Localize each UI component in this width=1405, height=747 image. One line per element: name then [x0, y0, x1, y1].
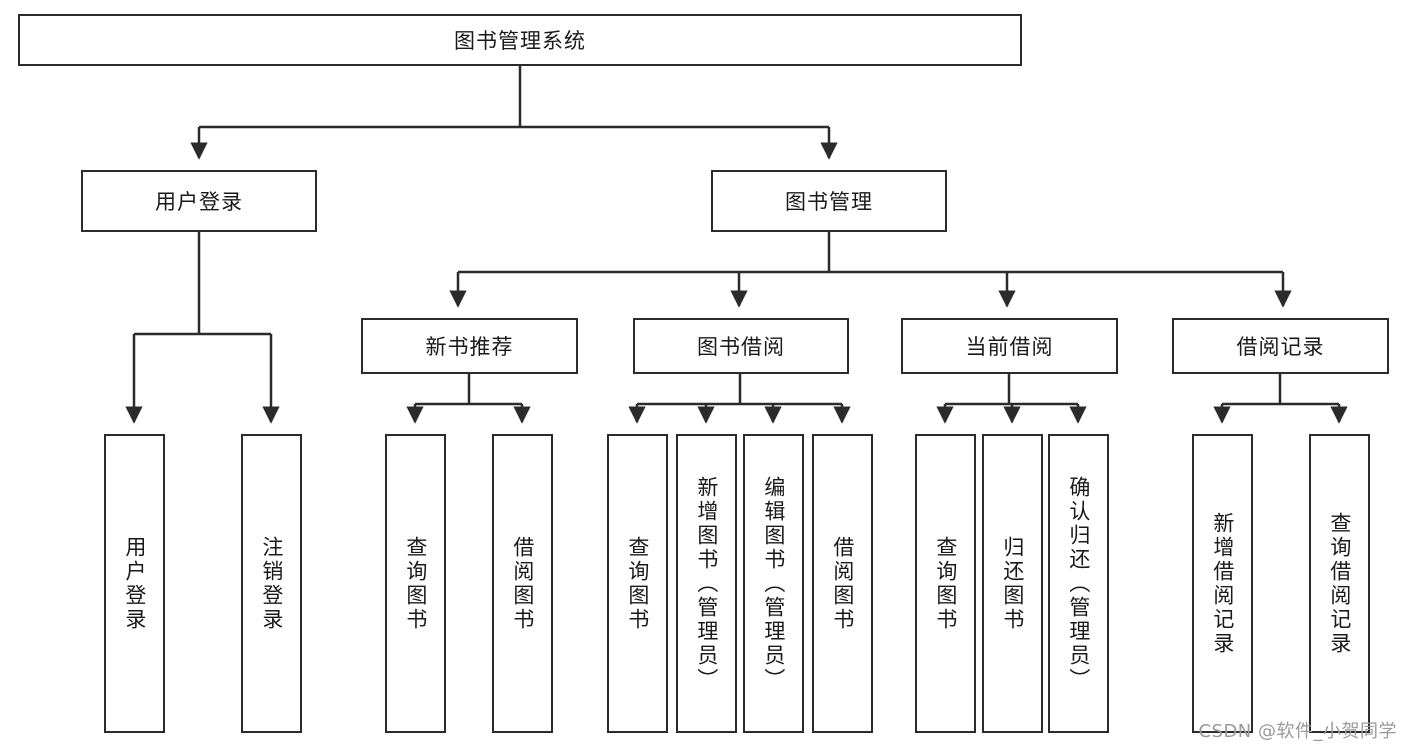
- node-root-label: 图书管理系统: [454, 29, 586, 53]
- node-new-book-recommend-label: 新书推荐: [425, 335, 514, 359]
- leaf-node[interactable]: 归还图书: [982, 434, 1043, 733]
- leaf-node[interactable]: 注销登录: [241, 434, 302, 733]
- leaf-node[interactable]: 新增图书（管理员）: [676, 434, 737, 733]
- leaf-node[interactable]: 编辑图书（管理员）: [743, 434, 804, 733]
- node-book-management[interactable]: 图书管理: [711, 170, 947, 232]
- node-new-book-recommend[interactable]: 新书推荐: [361, 318, 578, 374]
- leaf-label: 借阅图书: [510, 535, 535, 632]
- node-borrow-record-label: 借阅记录: [1236, 335, 1325, 359]
- leaf-label: 查询图书: [625, 535, 650, 632]
- leaf-label: 确认归还（管理员）: [1066, 475, 1091, 692]
- leaf-label: 归还图书: [1000, 535, 1025, 632]
- leaf-label: 新增借阅记录: [1210, 511, 1235, 656]
- node-root[interactable]: 图书管理系统: [18, 14, 1022, 66]
- leaf-node[interactable]: 用户登录: [104, 434, 165, 733]
- node-borrow-record[interactable]: 借阅记录: [1172, 318, 1389, 374]
- node-user-login[interactable]: 用户登录: [81, 170, 317, 232]
- node-user-login-label: 用户登录: [155, 190, 243, 214]
- node-book-management-label: 图书管理: [785, 190, 873, 214]
- leaf-node[interactable]: 借阅图书: [492, 434, 553, 733]
- leaf-label: 编辑图书（管理员）: [761, 475, 786, 692]
- leaf-label: 查询图书: [933, 535, 958, 632]
- leaf-node[interactable]: 借阅图书: [812, 434, 873, 733]
- leaf-label: 查询图书: [403, 535, 428, 632]
- leaf-node[interactable]: 新增借阅记录: [1192, 434, 1253, 733]
- leaf-label: 查询借阅记录: [1327, 511, 1352, 656]
- leaf-node[interactable]: 查询借阅记录: [1309, 434, 1370, 733]
- node-current-borrow-label: 当前借阅: [965, 335, 1054, 359]
- node-current-borrow[interactable]: 当前借阅: [901, 318, 1118, 374]
- leaf-label: 注销登录: [259, 535, 284, 632]
- leaf-label: 用户登录: [122, 535, 147, 632]
- leaf-node[interactable]: 查询图书: [607, 434, 668, 733]
- leaf-label: 借阅图书: [830, 535, 855, 632]
- node-book-borrow-label: 图书借阅: [697, 335, 785, 359]
- node-book-borrow[interactable]: 图书借阅: [633, 318, 849, 374]
- leaf-node[interactable]: 确认归还（管理员）: [1048, 434, 1109, 733]
- leaf-node[interactable]: 查询图书: [915, 434, 976, 733]
- leaf-label: 新增图书（管理员）: [694, 475, 719, 692]
- leaf-node[interactable]: 查询图书: [385, 434, 446, 733]
